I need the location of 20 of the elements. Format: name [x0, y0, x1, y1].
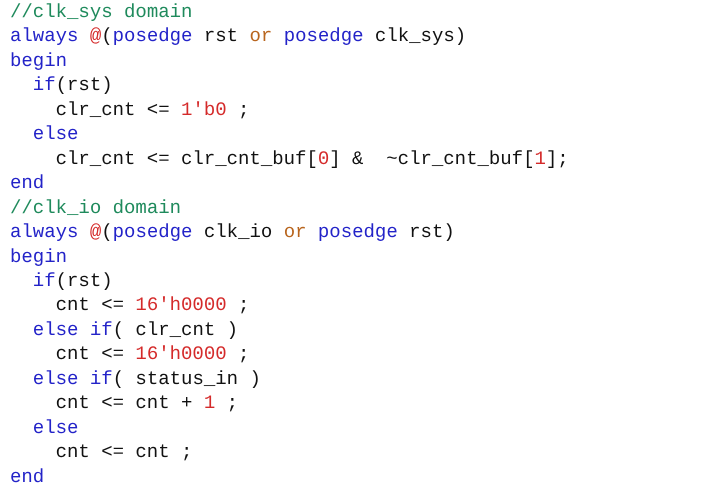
code-line: cnt <= cnt + 1 ; [56, 391, 238, 416]
code-line: end [10, 464, 44, 489]
code-line: cnt <= 16'h0000 ; [56, 293, 250, 318]
code-line: always @(posedge clk_io or posedge rst) [10, 220, 455, 245]
code-line: if(rst) [32, 73, 113, 98]
code-line: cnt <= 16'h0000 ; [56, 342, 250, 367]
code-line: else if( status_in ) [32, 366, 261, 392]
code-comment: //clk_io domain [10, 196, 182, 220]
code-line: begin [10, 244, 68, 269]
code-line: end [10, 171, 44, 196]
code-line: clr_cnt <= clr_cnt_buf[0] & ~clr_cnt_buf[1]; [56, 146, 569, 172]
code-line: if(rst) [32, 268, 113, 294]
code-line: begin [10, 48, 68, 74]
code-line: else if( clr_cnt ) [32, 318, 238, 342]
code-line: always @(posedge rst or posedge clk_sys) [10, 24, 466, 49]
code-line: else [32, 416, 78, 440]
code-comment: //clk_sys domain [10, 0, 192, 24]
code-line: else [32, 122, 78, 147]
code-line: clr_cnt <= 1'b0 ; [56, 98, 250, 122]
code-line: cnt <= cnt ; [56, 440, 192, 465]
